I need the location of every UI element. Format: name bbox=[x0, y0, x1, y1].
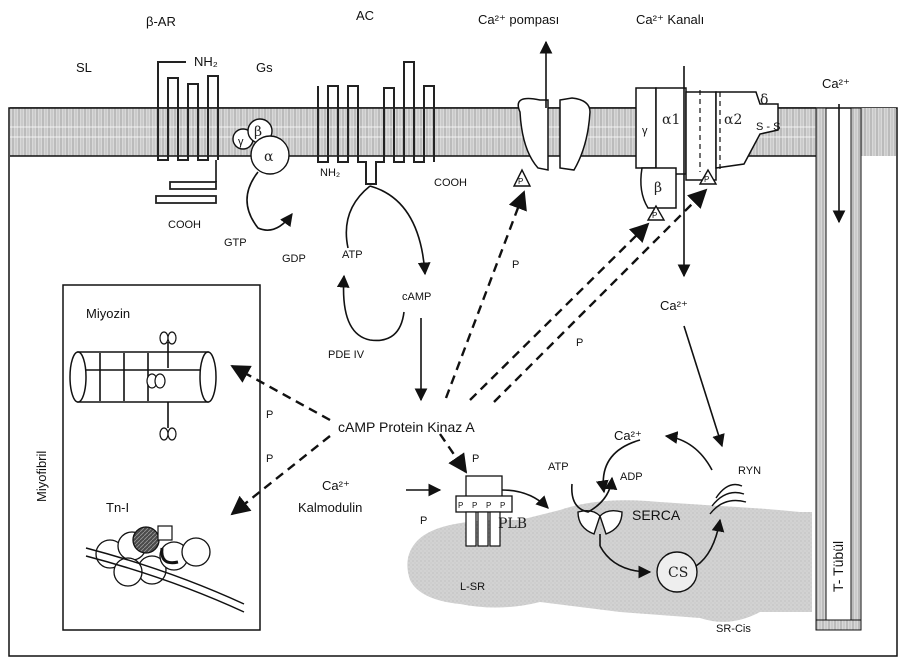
tn-i-label: Tn-I bbox=[106, 500, 129, 515]
ca-channel-label: Ca²⁺ Kanalı bbox=[636, 12, 704, 27]
camp-label: cAMP bbox=[402, 291, 431, 303]
atp-ac-label: ATP bbox=[342, 249, 363, 261]
pka-label: cAMP Protein Kinaz A bbox=[338, 419, 475, 435]
p-tni-label: P bbox=[266, 453, 273, 465]
ryn-label: RYN bbox=[738, 465, 761, 477]
adp-label: ADP bbox=[620, 471, 643, 483]
pump-p-icon: P bbox=[518, 177, 523, 186]
ac-label: AC bbox=[356, 8, 374, 23]
channel-ss-label: S - S bbox=[756, 121, 780, 133]
plb-label: PLB bbox=[498, 516, 527, 532]
p-miyozin-label: P bbox=[266, 409, 273, 421]
miyozin-label: Miyozin bbox=[86, 306, 130, 321]
pka-to-channel-alpha-arrow bbox=[494, 190, 706, 402]
pka-to-plb-arrow bbox=[440, 434, 466, 472]
channel-beta-p-icon: P bbox=[652, 211, 657, 220]
p-channel-label: P bbox=[576, 337, 583, 349]
plb-p4-icon: P bbox=[500, 501, 505, 510]
gtp-label: GTP bbox=[224, 237, 247, 249]
pde-label: PDE IV bbox=[328, 349, 365, 361]
nh2-top-label: NH₂ bbox=[194, 54, 218, 69]
pde-loop bbox=[344, 276, 404, 340]
channel-beta-label: β bbox=[654, 180, 662, 196]
l-sr-label: L-SR bbox=[460, 581, 485, 593]
p-kalmodulin-label: P bbox=[420, 515, 427, 527]
gdp-label: GDP bbox=[282, 253, 306, 265]
gs-beta-label: β bbox=[254, 124, 262, 140]
plb-p3-icon: P bbox=[486, 501, 491, 510]
channel-alpha-p-icon: P bbox=[704, 175, 709, 184]
channel-gamma-label: γ bbox=[642, 125, 648, 137]
pka-to-channel-beta-arrow bbox=[470, 224, 648, 400]
plb-p2-icon: P bbox=[472, 501, 477, 510]
ca-channel-shape bbox=[636, 66, 778, 276]
cs-label: CS bbox=[668, 565, 688, 581]
p-plb-top-label: P bbox=[472, 453, 479, 465]
ca-serca-label: Ca²⁺ bbox=[614, 428, 642, 443]
cooh-ac-label: COOH bbox=[434, 177, 467, 189]
ca-to-ryn-arrow bbox=[684, 326, 722, 446]
ryn-to-ca-arrow bbox=[666, 436, 712, 470]
plb-p1-icon: P bbox=[458, 501, 463, 510]
gs-alpha-label: α bbox=[264, 149, 274, 165]
kalmodulin-label: Kalmodulin bbox=[298, 500, 362, 515]
ca-kalmodulin-label: Ca²⁺ bbox=[322, 478, 350, 493]
serca-label: SERCA bbox=[632, 507, 681, 523]
channel-delta-label: δ bbox=[760, 92, 768, 108]
ca-pump-label: Ca²⁺ pompası bbox=[478, 12, 559, 27]
pka-to-pump-arrow bbox=[446, 192, 524, 398]
t-tubul-label: T- Tübül bbox=[830, 541, 846, 592]
p-pump-label: P bbox=[512, 259, 519, 271]
sl-label: SL bbox=[76, 60, 92, 75]
gs-gamma-label: γ bbox=[238, 136, 244, 148]
channel-alpha2-label: α2 bbox=[724, 112, 742, 128]
nh2-ac-label: NH₂ bbox=[320, 167, 340, 179]
beta-ar-label: β-AR bbox=[146, 14, 176, 29]
gs-label: Gs bbox=[256, 60, 273, 75]
atp-serca-label: ATP bbox=[548, 461, 569, 473]
ca-into-serca-arrow bbox=[603, 440, 640, 492]
gtp-gdp-arrow bbox=[247, 172, 292, 230]
cooh-bar-label: COOH bbox=[168, 219, 201, 231]
channel-alpha1-label: α1 bbox=[662, 112, 680, 128]
miyofibril-label: Miyofibril bbox=[34, 451, 49, 502]
ca-ttubule-label: Ca²⁺ bbox=[822, 76, 850, 91]
sr-cis-label: SR-Cis bbox=[716, 623, 751, 635]
ca-cyto-label: Ca²⁺ bbox=[660, 298, 688, 313]
